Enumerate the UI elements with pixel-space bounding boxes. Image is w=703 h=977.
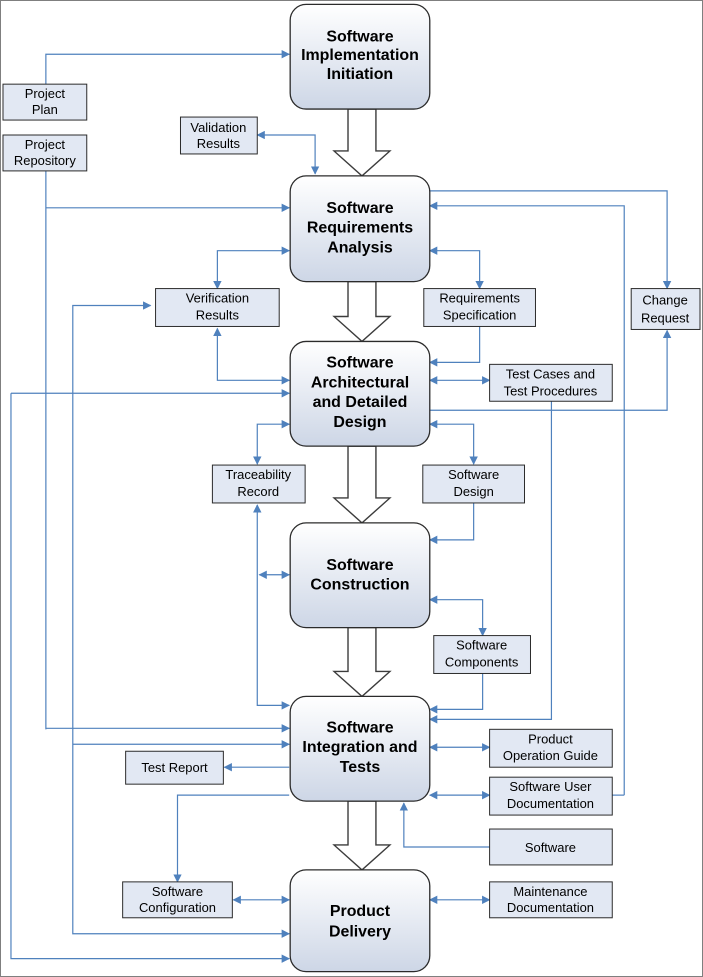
phase-arrow-5	[332, 800, 392, 871]
connector-software	[399, 802, 490, 848]
process-requirements-analysis: Software Requirements Analysis	[289, 175, 431, 283]
doc-project-repository-line-2: Repository	[14, 153, 76, 168]
connector-plan-to-initiation	[45, 50, 291, 85]
doc-traceability-record: Traceability Record	[211, 464, 306, 504]
doc-change-request-line-1: Change	[642, 293, 687, 308]
doc-software-configuration-line-2: Configuration	[139, 900, 216, 915]
phase-arrow-3	[332, 445, 392, 524]
connector-change-request-from-requirements	[429, 190, 672, 290]
connector-validation	[256, 130, 320, 175]
doc-traceability-line-2: Record	[237, 484, 279, 499]
connector-verification-to-requirements	[213, 246, 291, 290]
doc-software-components-line-2: Components	[445, 654, 519, 669]
connector-traceability-integration	[253, 504, 291, 710]
process-construction-line-1: Software	[326, 557, 393, 574]
connector-software-design-in	[428, 419, 478, 465]
process-requirements-line-3: Analysis	[327, 240, 393, 257]
doc-maintenance-documentation: Maintenance Documentation	[489, 881, 613, 919]
process-design-line-3: and Detailed	[313, 394, 408, 411]
connector-requirements-return	[428, 201, 625, 796]
doc-software-components: Software Components	[433, 635, 531, 674]
process-initiation-line-1: Software	[326, 28, 393, 45]
process-initiation-line-2: Implementation	[301, 47, 419, 64]
doc-validation-results-line-2: Results	[197, 136, 241, 151]
doc-operation-guide-line-1: Product	[528, 731, 573, 746]
process-integration-line-1: Software	[326, 719, 393, 736]
process-construction: Software Construction	[289, 522, 431, 629]
process-requirements-line-1: Software	[326, 200, 393, 217]
doc-test-report-line-1: Test Report	[141, 760, 208, 775]
doc-user-documentation-line-1: Software User	[509, 779, 592, 794]
process-initiation: Software Implementation Initiation	[289, 3, 431, 110]
connector-components-in	[428, 595, 487, 637]
doc-change-request-line-2: Request	[641, 310, 690, 325]
process-integration-tests: Software Integration and Tests	[289, 695, 431, 802]
doc-software-components-line-1: Software	[456, 638, 507, 653]
doc-test-cases-procedures: Test Cases and Test Procedures	[489, 363, 613, 402]
doc-validation-results: Validation Results	[179, 116, 258, 155]
doc-requirements-spec-line-2: Specification	[443, 307, 516, 322]
doc-software-design-line-1: Software	[448, 467, 499, 482]
connector-software-design-out	[428, 501, 475, 545]
doc-maintenance-line-1: Maintenance	[513, 884, 587, 899]
process-delivery-line-1: Product	[330, 903, 391, 920]
connector-configuration-from-integration	[173, 794, 290, 883]
doc-software: Software	[489, 828, 613, 866]
connector-change-request-from-design	[429, 329, 672, 411]
process-initiation-line-3: Initiation	[327, 66, 393, 83]
connector-test-cases-to-integration	[428, 400, 553, 724]
doc-user-documentation-line-2: Documentation	[507, 796, 594, 811]
doc-project-repository-line-1: Project	[25, 137, 66, 152]
doc-operation-guide-line-2: Operation Guide	[503, 748, 598, 763]
phase-arrow-4	[332, 626, 392, 698]
process-integration-line-2: Integration and	[302, 739, 417, 756]
doc-software-design-line-2: Design	[453, 484, 493, 499]
connector-requirements-spec-in	[428, 246, 484, 290]
connector-verification-to-design	[213, 327, 291, 385]
doc-software-design: Software Design	[422, 464, 526, 504]
doc-software-user-documentation: Software User Documentation	[489, 776, 613, 816]
doc-verification-results-line-2: Results	[196, 307, 240, 322]
process-design-line-4: Design	[333, 414, 386, 431]
connector-requirements-spec-out	[428, 326, 481, 367]
doc-validation-results-line-1: Validation	[190, 120, 246, 135]
doc-project-repository: Project Repository	[2, 134, 88, 172]
doc-maintenance-line-2: Documentation	[507, 900, 594, 915]
connector-traceability-design	[253, 419, 291, 465]
doc-requirements-specification: Requirements Specification	[423, 288, 536, 327]
doc-change-request: Change Request	[630, 288, 701, 330]
process-requirements-line-2: Requirements	[307, 220, 413, 237]
doc-product-operation-guide: Product Operation Guide	[489, 728, 613, 768]
connector-second-trunk	[72, 301, 291, 938]
doc-test-report: Test Report	[125, 750, 224, 785]
doc-verification-results: Verification Results	[155, 288, 280, 327]
connector-lines	[10, 50, 672, 963]
phase-arrow-1	[332, 108, 392, 177]
doc-requirements-spec-line-1: Requirements	[439, 291, 520, 306]
phase-arrow-2	[332, 280, 392, 343]
process-delivery-line-2: Delivery	[329, 924, 391, 941]
connector-components-out	[428, 673, 484, 714]
doc-software-configuration: Software Configuration	[122, 881, 233, 919]
doc-verification-results-line-1: Verification	[186, 291, 249, 306]
doc-test-cases-line-1: Test Cases and	[506, 366, 595, 381]
process-design-line-1: Software	[326, 354, 393, 371]
process-design-line-2: Architectural	[311, 374, 409, 391]
connector-left-edge-trunk	[10, 393, 291, 963]
process-construction-line-2: Construction	[310, 577, 409, 594]
process-architectural-design: Software Architectural and Detailed Desi…	[289, 340, 431, 447]
process-integration-line-3: Tests	[340, 759, 381, 776]
doc-project-plan: Project Plan	[2, 83, 88, 121]
doc-project-plan-line-2: Plan	[32, 102, 58, 117]
doc-project-plan-line-1: Project	[25, 86, 66, 101]
doc-traceability-line-1: Traceability	[225, 467, 291, 482]
doc-software-configuration-line-1: Software	[152, 884, 203, 899]
phase-flow-arrows	[332, 108, 392, 871]
process-product-delivery: Product Delivery	[289, 869, 431, 973]
doc-software-line-1: Software	[525, 840, 576, 855]
doc-test-cases-line-2: Test Procedures	[504, 383, 598, 398]
